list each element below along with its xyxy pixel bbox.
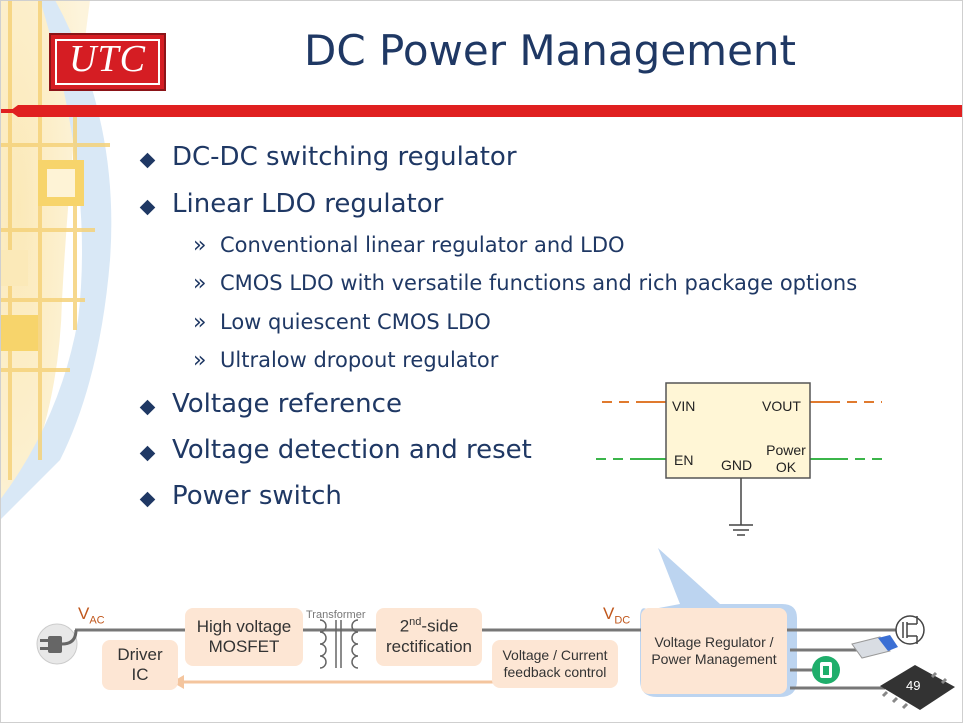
feedback-line2: feedback control	[503, 664, 607, 680]
side-suffix: -side	[421, 616, 459, 636]
vac-label: VAC	[78, 604, 105, 626]
bullet-linear-ldo: Linear LDO regulator	[172, 189, 444, 219]
pin-power-ok-label: Power OK	[762, 442, 810, 476]
voltage-regulator-box: Voltage Regulator /Power Management	[641, 608, 787, 694]
bullet-voltage-reference: Voltage reference	[172, 389, 402, 419]
ldo-block-diagram	[596, 382, 882, 536]
bullet-power-switch: Power switch	[172, 481, 342, 511]
usb-drive-icon	[851, 635, 898, 659]
rectification-text: rectification	[386, 637, 472, 657]
sub-bullet-low-quiescent: Low quiescent CMOS LDO	[220, 310, 491, 334]
vac-main: V	[78, 604, 90, 623]
page-title: DC Power Management	[303, 26, 797, 75]
high-voltage-line1: High voltage	[196, 616, 292, 636]
sub-bullet-conventional: Conventional linear regulator and LDO	[220, 233, 625, 257]
logo-text: UTC	[69, 38, 146, 80]
sub-bullet-marker: »	[193, 233, 207, 258]
regulator-line2: Power Management	[651, 651, 777, 667]
transformer-label: Transformer	[306, 609, 366, 621]
high-voltage-line2: MOSFET	[208, 637, 280, 656]
vdc-sub: DC	[614, 614, 631, 627]
power-ok-line1: Power	[766, 442, 806, 458]
pin-en-label: EN	[674, 452, 694, 468]
power-plug-icon	[36, 623, 78, 665]
pin-vin-label: VIN	[672, 398, 696, 414]
sub-bullet-cmos-ldo: CMOS LDO with versatile functions and ri…	[220, 271, 858, 295]
logo-frame	[55, 39, 160, 85]
mosfet-symbol-icon	[895, 615, 925, 645]
sub-bullet-marker: »	[193, 310, 207, 335]
driver-line2: IC	[131, 665, 149, 684]
bullet-voltage-detection: Voltage detection and reset	[172, 435, 532, 465]
sub-bullet-marker: »	[193, 348, 207, 373]
driver-line1: Driver	[117, 644, 163, 664]
pin-vout-label: VOUT	[762, 398, 801, 414]
bullet-dc-dc: DC-DC switching regulator	[172, 142, 517, 172]
vdc-label: VDC	[603, 604, 630, 626]
sub-bullet-marker: »	[193, 271, 207, 296]
vdc-main: V	[603, 604, 615, 623]
transformer-symbol-icon	[319, 619, 359, 669]
side-prefix: 2	[399, 616, 410, 636]
vac-sub: AC	[89, 614, 105, 627]
chip-icon	[880, 665, 955, 710]
utc-logo: UTC	[49, 33, 166, 91]
feedback-line1: Voltage / Current	[502, 647, 608, 664]
pin-gnd-label: GND	[721, 457, 753, 473]
regulator-line1: Voltage Regulator /	[654, 634, 774, 651]
power-ok-line2: OK	[775, 459, 797, 475]
side-sup: nd	[409, 616, 422, 629]
title-divider-bar	[0, 105, 963, 117]
page-number: 49	[906, 678, 921, 693]
sub-bullet-ultralow: Ultralow dropout regulator	[220, 348, 499, 372]
battery-icon	[812, 656, 840, 684]
